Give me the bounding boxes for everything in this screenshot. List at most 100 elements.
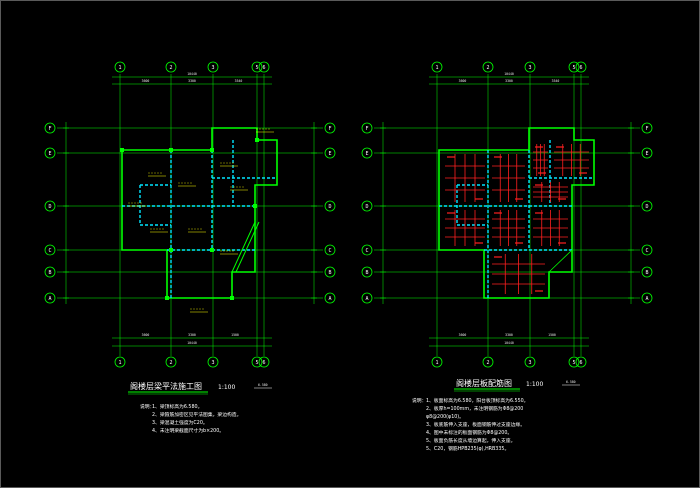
right-dim-bottom-overall: 10440: [504, 341, 514, 345]
left-axis-bubble-top-6-label: 6: [262, 65, 265, 71]
left-stair-diagonal-1: [231, 221, 256, 273]
right-axis-bubble-bottom-6-label: 6: [579, 360, 582, 366]
right-dim-bottom-2: 3300: [505, 333, 513, 337]
right-title-block: 阁楼层板配筋图 1:100 6.580 说明： 1、板面标高为6.580，阳台板…: [412, 378, 580, 452]
right-axis-bubble-right-C-label: C: [645, 248, 648, 254]
right-note-4: 3、板底筋伸入支座，板面钢筋伸过支座边缘。: [426, 421, 525, 428]
left-axis-bubble-bottom-6-label: 6: [262, 360, 265, 366]
left-axis-bubble-left-F-label: F: [48, 126, 51, 132]
right-axis-bubble-top-2-label: 2: [486, 65, 489, 71]
right-axis-bubble-bottom-5-label: 5: [572, 360, 575, 366]
right-note-2: 2、板厚h=100mm，未注明钢筋为Φ8@200: [426, 405, 523, 412]
left-dim-top-3: 3540: [235, 79, 243, 83]
left-axis-bubble-right-F: [324, 122, 336, 134]
right-axis-bubble-left-A: [361, 292, 373, 304]
left-note-3: 3、梁混凝土强度为C20。: [152, 419, 208, 426]
left-dim-bottom-3: 1500: [231, 333, 239, 337]
right-axis-bubble-right-A-label: A: [645, 296, 648, 302]
right-axis-bubble-top-3-label: 3: [528, 65, 531, 71]
left-notes-label: 说明：: [140, 403, 154, 410]
right-axis-bubble-right-E-label: E: [645, 151, 648, 157]
right-axis-bubble-bottom-1: [431, 356, 443, 368]
left-dim-top-overall: 10440: [187, 72, 197, 76]
left-axis-bubble-left-B: [44, 266, 56, 278]
left-axis-bubble-top-5-label: 5: [255, 65, 258, 71]
left-axis-bubble-right-B: [324, 266, 336, 278]
left-note-1: 1、梁顶标高为6.580。: [152, 403, 202, 410]
left-column-4: [169, 248, 173, 252]
left-column-8: [230, 296, 234, 300]
left-axis-bubble-bottom-3: [207, 356, 219, 368]
right-dim-top-overall: 10440: [504, 72, 514, 76]
left-axis-bubble-right-E: [324, 147, 336, 159]
right-axis-bubble-top-5: [568, 61, 580, 73]
right-note-1: 1、板面标高为6.580，阳台板顶标高为6.550。: [426, 397, 528, 404]
right-stair-diagonal: [548, 249, 573, 273]
left-dim-top-2: 3300: [188, 79, 196, 83]
left-column-7: [165, 296, 169, 300]
left-axis-bubble-bottom-5-label: 5: [255, 360, 258, 366]
right-axis-bubble-left-C-label: C: [365, 248, 368, 254]
right-notes-label: 说明：: [412, 397, 426, 404]
left-axis-bubble-top-3-label: 3: [211, 65, 214, 71]
left-dim-bottom-overall: 10440: [187, 341, 197, 345]
right-axis-bubble-right-F-label: F: [645, 126, 648, 132]
right-axis-bubble-right-B: [641, 266, 653, 278]
left-axis-bubble-bottom-5: [251, 356, 263, 368]
left-axis-bubble-right-B-label: B: [328, 270, 331, 276]
left-axis-bubble-left-D: [44, 200, 56, 212]
left-dim-bottom-1: 3600: [142, 333, 150, 337]
left-axis-bubble-right-C: [324, 244, 336, 256]
left-axis-bubble-right-C-label: C: [328, 248, 331, 254]
right-note-7: 5、C20，钢筋HPB235(φ),HRB335。: [426, 445, 509, 452]
left-axis-bubble-left-D-label: D: [48, 204, 51, 210]
right-axis-bubble-right-B-label: B: [645, 270, 648, 276]
left-axis-bubble-right-D-label: D: [328, 204, 331, 210]
right-elevation-tag: 6.580: [566, 380, 576, 384]
right-drawing-scale: 1:100: [526, 381, 543, 388]
right-axis-bubble-left-A-label: A: [365, 296, 368, 302]
left-axis-bubble-right-A-label: A: [328, 296, 331, 302]
left-axis-bubble-right-F-label: F: [328, 126, 331, 132]
right-dim-top-2: 3300: [505, 79, 513, 83]
right-dim-bottom-1: 3600: [459, 333, 467, 337]
right-dim-bottom-3: 1500: [548, 333, 556, 337]
right-axis-bubble-left-B-label: B: [365, 270, 368, 276]
right-axis-bubble-bottom-3: [524, 356, 536, 368]
left-building-outline: [121, 127, 278, 299]
right-axis-bubble-left-D: [361, 200, 373, 212]
right-axis-bubble-bottom-2-label: 2: [486, 360, 489, 366]
left-column-6: [253, 204, 257, 208]
left-axis-bubble-left-A-label: A: [48, 296, 51, 302]
left-axis-bubble-right-A: [324, 292, 336, 304]
left-axis-bubble-bottom-6: [258, 356, 270, 368]
right-axis-bubble-left-B: [361, 266, 373, 278]
right-axis-bubble-top-2: [482, 61, 494, 73]
left-axis-bubble-top-2-label: 2: [169, 65, 172, 71]
left-axis-bubble-left-A: [44, 292, 56, 304]
left-axis-bubble-left-C-label: C: [48, 248, 51, 254]
right-axis-bubble-right-E: [641, 147, 653, 159]
right-axis-bubble-left-F-label: F: [365, 126, 368, 132]
left-column-5: [210, 248, 214, 252]
left-dim-top-1: 3600: [142, 79, 150, 83]
right-axis-bubble-left-C: [361, 244, 373, 256]
right-note-3: φ8@200(φ10)。: [426, 414, 464, 420]
left-axis-bubble-left-B-label: B: [48, 270, 51, 276]
left-stair-diagonal-2: [235, 221, 260, 273]
right-dim-top-3: 3540: [552, 79, 560, 83]
right-axis-bubble-right-C: [641, 244, 653, 256]
left-note-4: 4、未注明梁截面尺寸为b×200。: [152, 427, 224, 434]
left-axis-bubble-bottom-1: [114, 356, 126, 368]
right-drawing-title: 阁楼层板配筋图: [456, 378, 512, 388]
right-axis-bubble-left-E: [361, 147, 373, 159]
right-axis-bubble-bottom-6: [575, 356, 587, 368]
right-axis-bubble-top-6-label: 6: [579, 65, 582, 71]
left-drawing-title: 阁楼层梁平法施工图: [130, 381, 202, 391]
right-axis-bubble-top-5-label: 5: [572, 65, 575, 71]
left-axis-bubble-left-F: [44, 122, 56, 134]
left-axis-bubble-top-6: [258, 61, 270, 73]
left-title-block: 阁楼层梁平法施工图 1:100 6.580 说明： 1、梁顶标高为6.580。 …: [128, 381, 272, 434]
